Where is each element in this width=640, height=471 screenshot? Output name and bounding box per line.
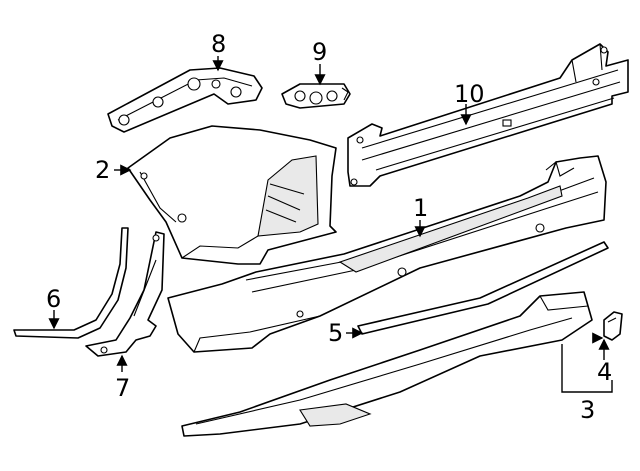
part-2-side-cover[interactable] [127,125,337,265]
callout-9: 9 [312,38,327,66]
callout-5: 5 [328,319,343,347]
callout-7: 7 [115,374,130,402]
part-10-reinforcement-beam[interactable] [347,43,629,187]
part-4-clip[interactable] [603,311,623,341]
callout-6: 6 [46,285,61,313]
part-8-bracket[interactable] [107,67,263,133]
part-9-clip[interactable] [281,83,351,109]
callout-2: 2 [95,156,110,184]
leader-lines [48,56,613,393]
callout-3: 3 [580,396,595,424]
part-1-bumper-fascia[interactable] [167,155,607,353]
part-7-mounting-bracket[interactable] [85,231,165,357]
callout-4: 4 [597,358,612,386]
part-3-lower-valance[interactable] [181,291,593,437]
callout-1: 1 [413,194,428,222]
callout-10: 10 [454,80,485,108]
callout-8: 8 [211,30,226,58]
part-6-molding[interactable] [13,227,129,339]
